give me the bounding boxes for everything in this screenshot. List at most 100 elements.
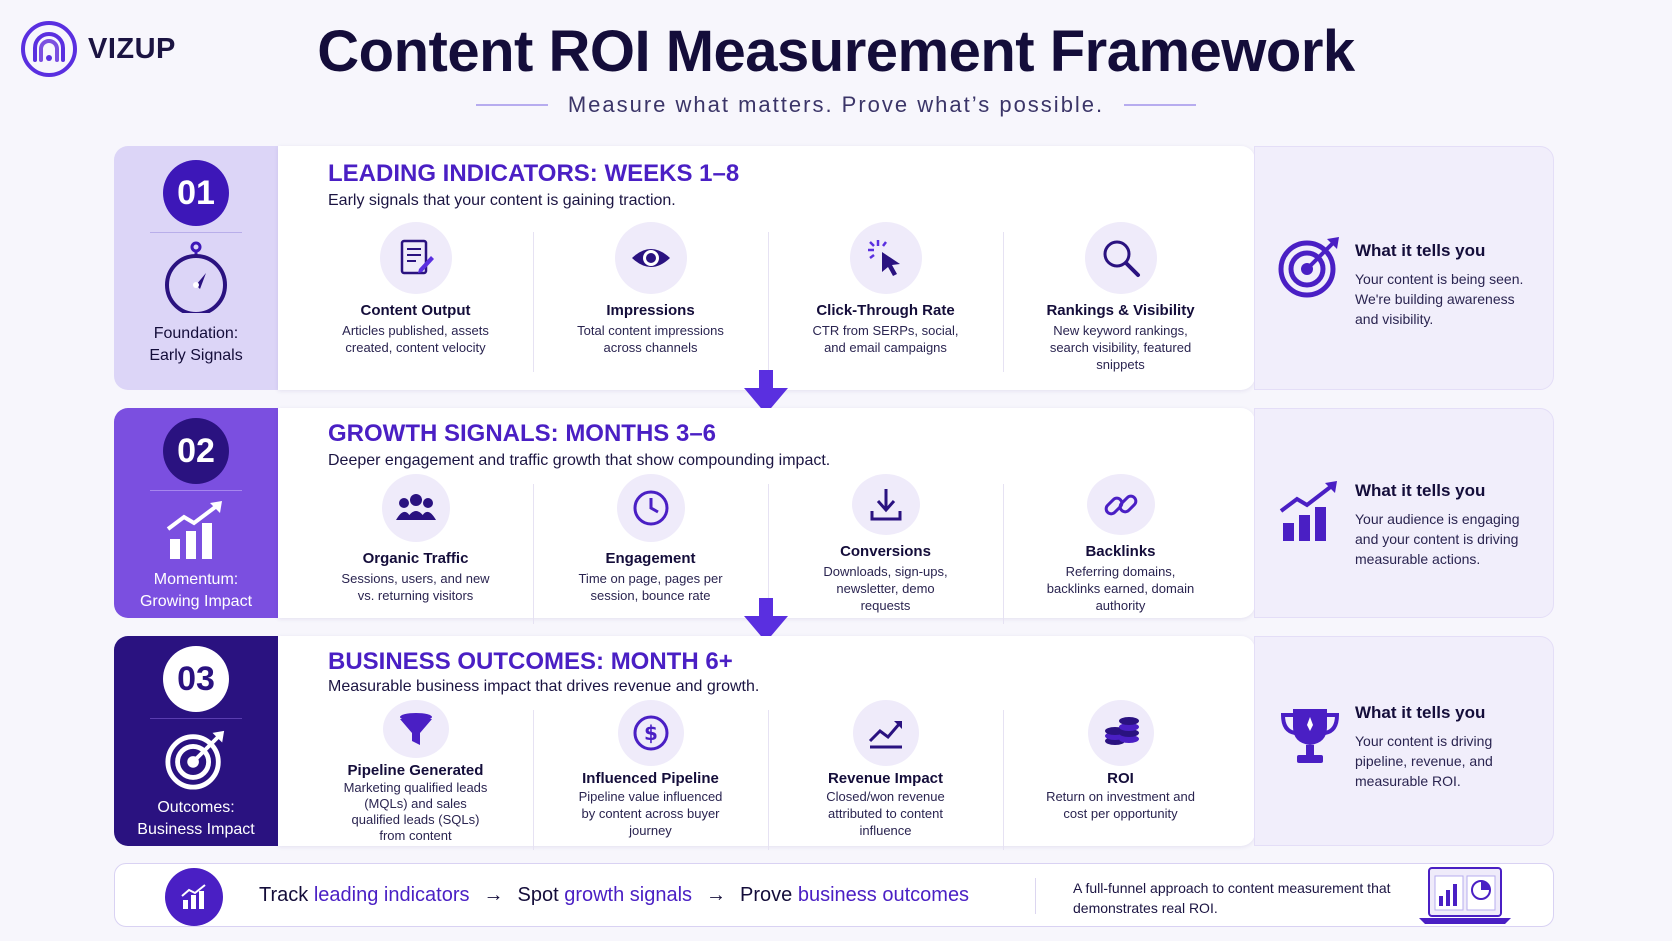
metric-conversions: Conversions Downloads, sign-ups, newslet…	[768, 474, 1003, 624]
metric-list: Content Output Articles published, asset…	[298, 222, 1238, 382]
metric-desc: Sessions, users, and new vs. returning v…	[341, 571, 490, 603]
metric-list: Pipeline Generated Marketing qualified l…	[298, 700, 1238, 850]
subtitle-rule-right	[1124, 104, 1197, 106]
arrow-right-icon: →	[483, 884, 504, 906]
coins-icon	[1087, 700, 1154, 766]
chart-badge-icon	[165, 868, 223, 926]
metric-organic-traffic: Organic Traffic Sessions, users, and new…	[298, 474, 533, 614]
metric-title: Conversions	[840, 543, 931, 560]
flow-prefix: Prove	[740, 884, 793, 906]
metric-title: Rankings & Visibility	[1046, 302, 1195, 319]
growth-chart-icon	[1279, 481, 1337, 541]
tier-panel-label: Momentum: Growing Impact	[140, 569, 252, 613]
magnifier-icon	[1084, 222, 1157, 294]
page-subtitle: Measure what matters. Prove what’s possi…	[567, 92, 1105, 117]
panel-divider	[150, 718, 242, 719]
flow-highlight: business outcomes	[797, 884, 970, 906]
metric-content-output: Content Output Articles published, asset…	[298, 222, 533, 382]
metric-desc: Time on page, pages per session, bounce …	[578, 571, 723, 603]
metric-impressions: Impressions Total content impressions ac…	[533, 222, 768, 382]
target-icon	[165, 730, 225, 790]
flow-step-prove: Prove business outcomes	[740, 884, 969, 907]
panel-divider	[150, 232, 242, 233]
users-icon	[381, 474, 450, 542]
tier-description: Deeper engagement and traffic growth tha…	[328, 452, 831, 469]
footer-flow: Track leading indicators → Spot growth s…	[259, 884, 969, 907]
tier-number-badge: 02	[163, 418, 229, 484]
tier-number-badge: 01	[163, 160, 229, 226]
arrow-right-icon: →	[706, 884, 727, 906]
metric-title: Click-Through Rate	[816, 302, 955, 319]
insight-title: What it tells you	[1355, 241, 1486, 260]
tier-panel: 01 Foundation: Early Signals	[114, 146, 278, 390]
tier-heading: BUSINESS OUTCOMES: MONTH 6+	[328, 648, 733, 675]
target-icon	[1278, 237, 1339, 298]
flow-prefix: Track	[259, 884, 309, 906]
flow-step-spot: Spot growth signals	[517, 884, 692, 907]
tier-description: Measurable business impact that drives r…	[328, 678, 760, 695]
tier-heading: GROWTH SIGNALS: MONTHS 3–6	[328, 420, 717, 447]
svg-text:$: $	[644, 721, 658, 745]
metric-desc: Articles published, assets created, cont…	[342, 323, 489, 355]
trend-line-icon	[852, 700, 919, 766]
metric-title: Organic Traffic	[362, 550, 469, 567]
metric-desc: Closed/won revenue attributed to content…	[826, 789, 945, 838]
tier-description: Early signals that your content is gaini…	[328, 192, 676, 209]
insight-text: What it tells you Your audience is engag…	[1355, 481, 1535, 569]
tier-main-card: GROWTH SIGNALS: MONTHS 3–6 Deeper engage…	[278, 408, 1255, 624]
metric-list: Organic Traffic Sessions, users, and new…	[298, 474, 1238, 624]
vizup-logo-icon	[21, 21, 77, 77]
subtitle-rule-left	[475, 104, 548, 106]
eye-icon	[614, 222, 687, 294]
tier-main-card: BUSINESS OUTCOMES: MONTH 6+ Measurable b…	[278, 636, 1255, 850]
metric-influenced-pipeline: $ Influenced Pipeline Pipeline value inf…	[533, 700, 768, 850]
arrow-down-icon	[744, 370, 788, 414]
flow-highlight: leading indicators	[313, 884, 470, 906]
insight-body: Your audience is engaging and your conte…	[1355, 511, 1520, 567]
tier-leading-indicators: 01 Foundation: Early Signals LEADING IND…	[114, 146, 1554, 390]
tier-heading: LEADING INDICATORS: WEEKS 1–8	[328, 160, 740, 187]
insight-body: Your content is being seen. We're buildi…	[1355, 271, 1524, 327]
stopwatch-icon	[165, 241, 227, 313]
footer-divider	[1035, 878, 1036, 914]
brand-logo: VIZUP	[20, 20, 176, 78]
metric-title: Backlinks	[1085, 543, 1156, 560]
metric-title: ROI	[1107, 770, 1134, 787]
metric-desc: Marketing qualified leads (MQLs) and sal…	[343, 780, 488, 843]
insight-title: What it tells you	[1355, 703, 1486, 722]
tier-growth-signals: 02 Momentum: Growing Impact GROWTH SIGNA…	[114, 408, 1554, 624]
metric-title: Influenced Pipeline	[582, 770, 719, 787]
dollar-icon: $	[617, 700, 684, 766]
tier-business-outcomes: 03 Outcomes: Business Impact BUSINESS OU…	[114, 636, 1554, 850]
document-edit-icon	[379, 222, 452, 294]
metric-title: Pipeline Generated	[347, 762, 484, 779]
panel-label-line1: Outcomes:	[157, 799, 235, 816]
panel-label-line1: Foundation:	[153, 325, 239, 342]
panel-label-line2: Business Impact	[137, 821, 255, 838]
tier-panel-label: Foundation: Early Signals	[149, 323, 242, 367]
cursor-click-icon	[849, 222, 922, 294]
metric-desc: Total content impressions across channel…	[577, 323, 724, 355]
flow-step-track: Track leading indicators	[259, 884, 469, 907]
trophy-icon	[1280, 709, 1340, 763]
brand-name: VIZUP	[88, 32, 176, 65]
clock-icon	[616, 474, 685, 542]
metric-desc: Return on investment and cost per opport…	[1046, 789, 1195, 821]
tier-panel: 03 Outcomes: Business Impact	[114, 636, 278, 846]
metric-backlinks: Backlinks Referring domains, backlinks e…	[1003, 474, 1238, 624]
link-icon	[1086, 474, 1155, 535]
panel-label-line2: Early Signals	[149, 347, 243, 364]
panel-label-line1: Momentum:	[153, 571, 239, 588]
tier-insight-card: What it tells you Your content is drivin…	[1254, 636, 1554, 846]
insight-text: What it tells you Your content is being …	[1355, 241, 1535, 329]
flow-highlight: growth signals	[564, 884, 693, 906]
panel-label-line2: Growing Impact	[139, 593, 253, 610]
metric-desc: Pipeline value influenced by content acr…	[578, 789, 723, 838]
metric-title: Content Output	[360, 302, 471, 319]
metric-rankings-visibility: Rankings & Visibility New keyword rankin…	[1003, 222, 1238, 382]
insight-body: Your content is driving pipeline, revenu…	[1355, 733, 1493, 789]
insight-title: What it tells you	[1355, 481, 1486, 500]
insight-text: What it tells you Your content is drivin…	[1355, 703, 1535, 791]
metric-title: Revenue Impact	[827, 770, 944, 787]
laptop-dashboard-icon	[1419, 867, 1511, 924]
